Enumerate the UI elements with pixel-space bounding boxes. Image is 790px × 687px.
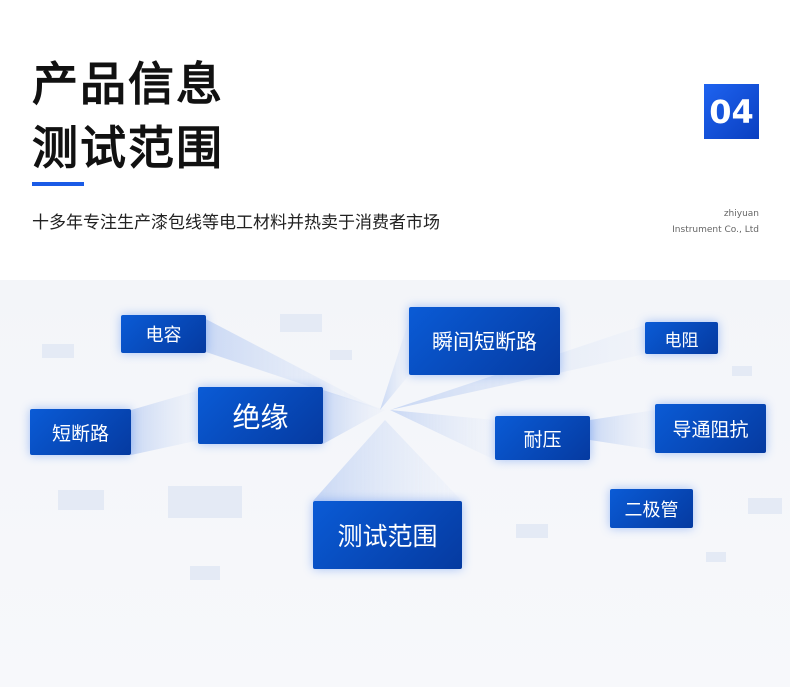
node-short-circuit: 短断路 [30,409,131,455]
accent-bar [32,182,84,186]
beam [380,320,409,410]
title-line1: 产品信息 [32,57,224,111]
beam [590,410,655,450]
node-instant-short: 瞬间短断路 [409,307,560,375]
beam [390,410,495,460]
beam [200,316,380,410]
node-resistance: 电阻 [645,322,718,354]
company-line2: Instrument Co., Ltd [672,225,759,235]
node-insulation: 绝缘 [198,387,323,444]
node-capacitance: 电容 [121,315,206,353]
node-diode: 二极管 [610,489,693,528]
node-withstand: 耐压 [495,416,590,460]
beam [323,390,385,444]
section-badge: 04 [704,84,759,139]
company-line1: zhiyuan [723,209,759,219]
beam [313,420,462,501]
node-center: 测试范围 [313,501,462,569]
node-continuity: 导通阻抗 [655,404,766,453]
subtitle: 十多年专注生产漆包线等电工材料并热卖于消费者市场 [32,213,440,233]
beam [131,390,200,455]
title-line2: 测试范围 [32,121,224,175]
